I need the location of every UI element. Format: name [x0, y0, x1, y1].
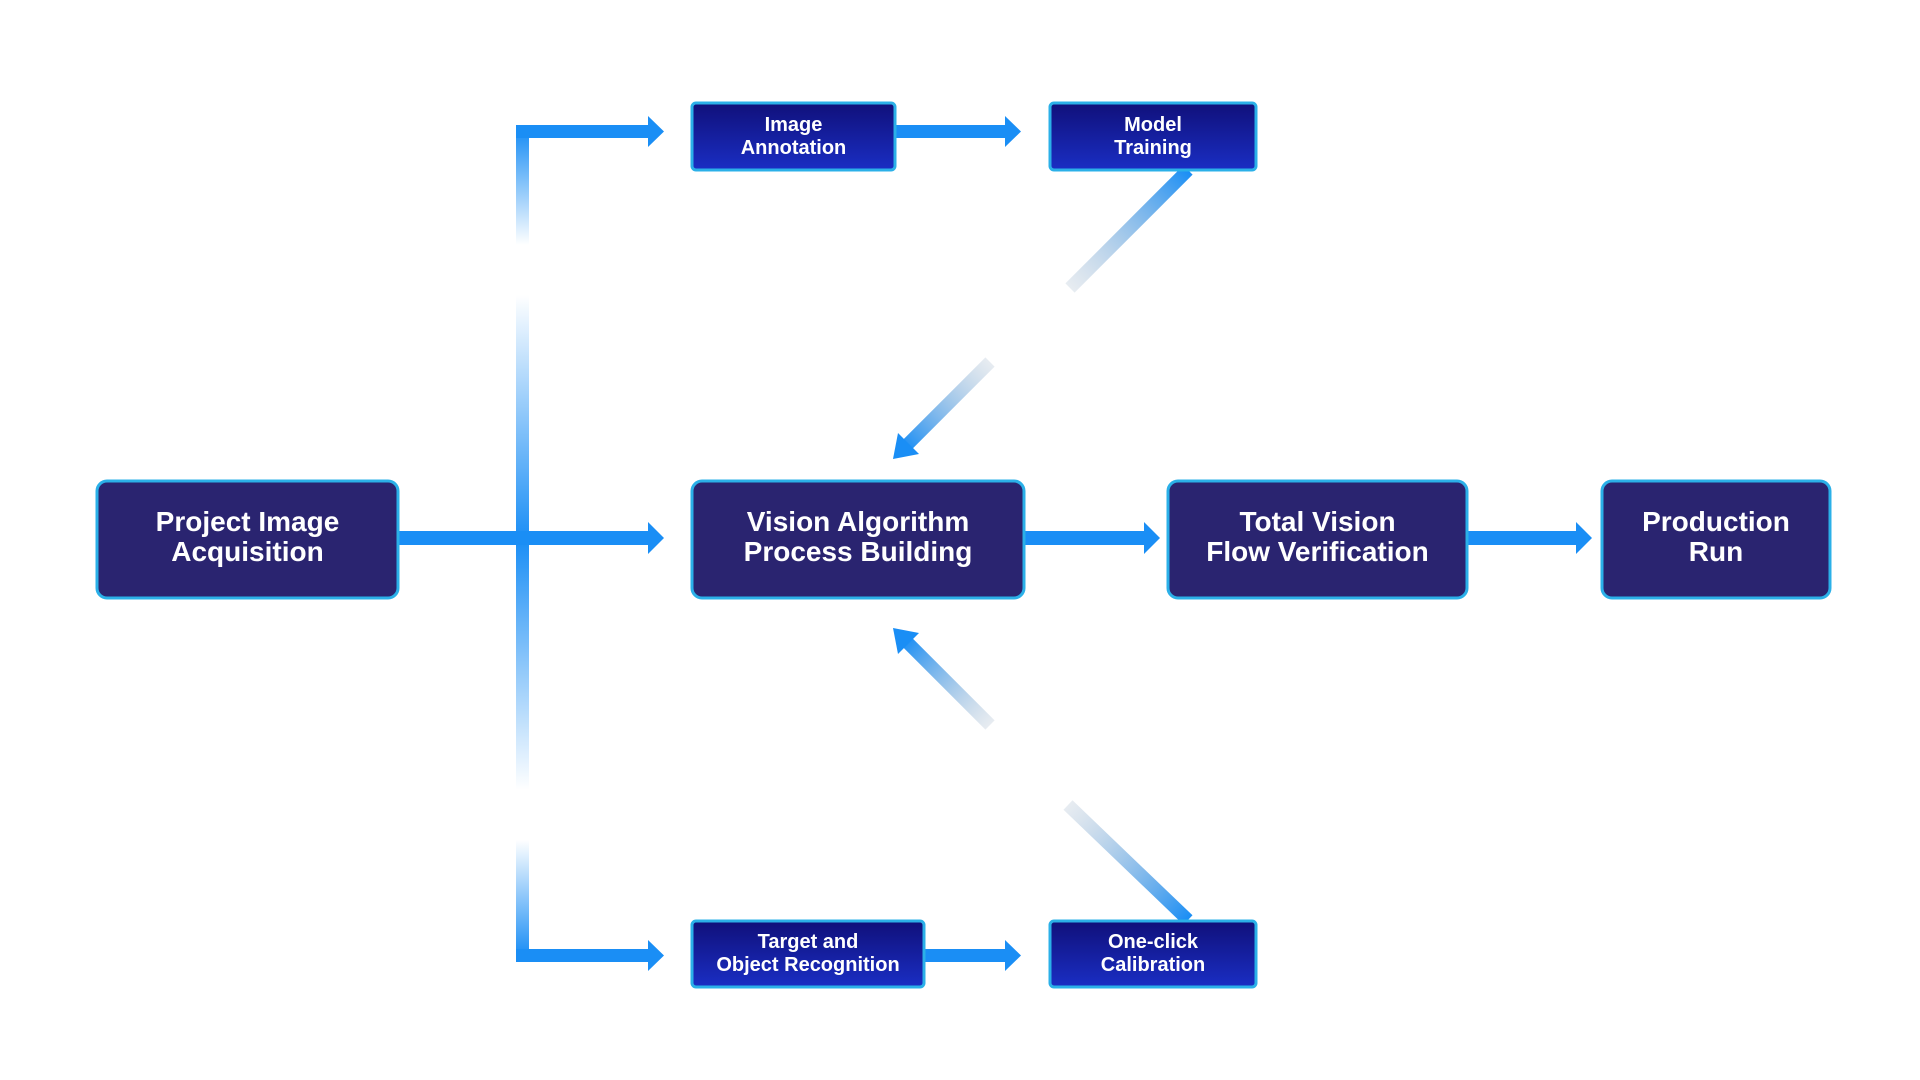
node-label-line: Project Image	[156, 506, 340, 537]
trunk-upper-segment	[516, 295, 529, 540]
arrowhead-annotation-training	[1005, 116, 1021, 147]
connectors	[398, 116, 1592, 971]
diagonal-arrowhead-to-building-bottom	[893, 628, 919, 654]
main-arrowhead-to-building	[648, 522, 664, 554]
node-label-line: One-click	[1108, 931, 1199, 953]
line-verification-production	[1463, 531, 1580, 545]
node-vision-algorithm-process-building: Vision Algorithm Process Building	[690, 479, 1026, 600]
node-label-line: Image	[765, 114, 823, 136]
node-label-line: Annotation	[741, 137, 847, 159]
node-label-line: Training	[1114, 137, 1192, 159]
line-building-verification	[1020, 531, 1148, 545]
trunk-bottom-segment	[516, 840, 529, 962]
node-project-image-acquisition: Project Image Acquisition	[95, 479, 400, 600]
node-label-line: Acquisition	[171, 536, 323, 567]
node-label-line: Calibration	[1101, 954, 1205, 976]
trunk-top-segment	[516, 125, 529, 245]
node-label-line: Total Vision	[1239, 506, 1395, 537]
node-label-line: Target and	[758, 931, 859, 953]
node-label-line: Flow Verification	[1206, 536, 1428, 567]
diagonal-arrowhead-to-building-top	[893, 433, 919, 459]
line-annotation-training	[895, 125, 1007, 138]
node-image-annotation: Image Annotation	[690, 101, 897, 172]
branch-bottom-arrowhead	[648, 940, 664, 971]
node-model-training: Model Training	[1048, 101, 1258, 172]
arrowhead-verification-production	[1576, 522, 1592, 554]
node-label-line: Process Building	[744, 536, 973, 567]
node-label-line: Object Recognition	[716, 954, 899, 976]
node-production-run: Production Run	[1600, 479, 1832, 600]
line-recognition-calibration	[924, 949, 1007, 962]
node-label-line: Production	[1642, 506, 1790, 537]
node-label-line: Vision Algorithm	[747, 506, 969, 537]
branch-top-arrowhead	[648, 116, 664, 147]
diagonal-training-upper	[1065, 165, 1193, 293]
arrowhead-recognition-calibration	[1005, 940, 1021, 971]
branch-top-line	[516, 125, 650, 138]
diagonal-training-lower	[903, 357, 995, 449]
node-label-line: Model	[1124, 114, 1182, 136]
node-target-and-object-recognition: Target and Object Recognition	[690, 919, 926, 989]
trunk-lower-segment	[516, 540, 529, 790]
diagonal-calibration-lower	[1063, 800, 1193, 925]
branch-bottom-line	[516, 949, 650, 962]
node-one-click-calibration: One-click Calibration	[1048, 919, 1258, 989]
main-line-acquisition	[398, 531, 652, 545]
diagonal-calibration-upper	[903, 638, 995, 730]
node-total-vision-flow-verification: Total Vision Flow Verification	[1166, 479, 1469, 600]
arrowhead-building-verification	[1144, 522, 1160, 554]
node-label-line: Run	[1689, 536, 1743, 567]
